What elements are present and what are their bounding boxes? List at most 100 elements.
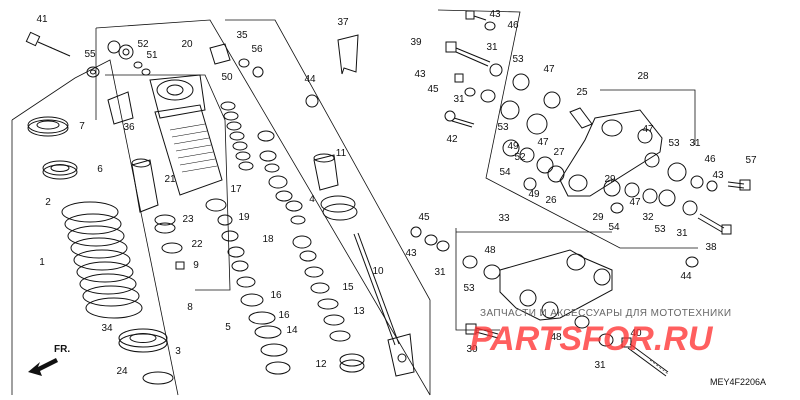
- callout-14: 14: [286, 325, 298, 336]
- callout-13: 13: [353, 306, 365, 317]
- callout-32: 32: [642, 212, 654, 223]
- callout-29: 29: [604, 174, 616, 185]
- shock-internals-group: [205, 101, 415, 377]
- callout-31: 31: [434, 267, 446, 278]
- watermark-logo: PARTSFOR.RU: [470, 320, 714, 358]
- callout-43: 43: [405, 248, 417, 259]
- bushings-left: [500, 73, 565, 191]
- nut-44: [305, 94, 319, 108]
- bolt-42: [444, 110, 475, 128]
- callout-50: 50: [221, 72, 233, 83]
- callout-46: 46: [704, 154, 716, 165]
- callout-44: 44: [304, 74, 316, 85]
- bolt-43-45-left: [454, 73, 496, 103]
- callout-43: 43: [489, 9, 501, 20]
- reservoir-body: [149, 74, 206, 119]
- cap-4: [320, 195, 358, 221]
- bushings-right: [603, 152, 718, 216]
- callout-23: 23: [182, 214, 194, 225]
- callout-44: 44: [680, 271, 692, 282]
- bracket-group-8: [105, 74, 231, 291]
- callout-18: 18: [262, 234, 274, 245]
- bushing-48-upper: [462, 255, 478, 269]
- bracket-group-28: [437, 9, 698, 249]
- callout-3: 3: [175, 346, 181, 357]
- callout-54: 54: [608, 222, 620, 233]
- spring-2: [61, 201, 143, 319]
- callout-7: 7: [79, 121, 85, 132]
- callout-52: 52: [514, 152, 526, 163]
- callout-46: 46: [507, 20, 519, 31]
- adjuster-nut-6: [42, 160, 78, 180]
- callout-16: 16: [278, 310, 290, 321]
- bolt-39: [445, 41, 491, 67]
- parts-35-56-50: [209, 43, 264, 78]
- callout-16: 16: [270, 290, 282, 301]
- washer-31-top: [489, 63, 503, 77]
- bracket-group-5: [225, 19, 431, 395]
- bolt-57: [727, 179, 751, 191]
- callout-55: 55: [84, 49, 96, 60]
- sleeve-21: [131, 158, 159, 213]
- callout-36: 36: [123, 122, 135, 133]
- bracket-28-top: [600, 89, 696, 145]
- callout-31: 31: [689, 138, 701, 149]
- callout-47: 47: [537, 137, 549, 148]
- callout-51: 51: [146, 50, 158, 61]
- washer-31-lower: [436, 240, 450, 252]
- callout-35: 35: [236, 30, 248, 41]
- callout-8: 8: [187, 302, 193, 313]
- link-group: [410, 226, 669, 377]
- callout-24: 24: [116, 366, 128, 377]
- callout-26: 26: [545, 195, 557, 206]
- cap-36: [107, 91, 134, 125]
- nut-55: [86, 66, 100, 78]
- callout-29: 29: [592, 212, 604, 223]
- bolt-38: [697, 213, 732, 235]
- nut-45-lower: [410, 226, 422, 238]
- link-33: [499, 249, 613, 321]
- callout-45: 45: [427, 84, 439, 95]
- circlip-24: [142, 371, 174, 385]
- bump-rubber-11: [313, 153, 339, 191]
- callout-47: 47: [642, 124, 654, 135]
- nut-44-right: [685, 256, 699, 268]
- callout-40: 40: [630, 328, 642, 339]
- callout-49: 49: [507, 141, 519, 152]
- callout-52: 52: [137, 39, 149, 50]
- callout-56: 56: [251, 44, 263, 55]
- dust-boot-37: [337, 34, 359, 75]
- bushing-53-lower: [483, 264, 501, 280]
- callout-47: 47: [543, 64, 555, 75]
- washer-43-lower: [424, 234, 438, 246]
- callout-45: 45: [418, 212, 430, 223]
- callout-33: 33: [498, 213, 510, 224]
- callout-5: 5: [225, 322, 231, 333]
- front-arrow-icon: FR.: [28, 344, 70, 376]
- clip-22: [161, 242, 183, 254]
- bushing-48-lower: [574, 315, 590, 329]
- callout-30: 30: [466, 344, 478, 355]
- drawing-code: MEY4F2206A: [710, 377, 766, 387]
- watermark-subtitle: ЗАПЧАСТИ И АКСЕССУАРЫ ДЛЯ МОТОТЕХНИКИ: [480, 308, 731, 319]
- bracket-group-3: [95, 19, 431, 396]
- callout-6: 6: [97, 164, 103, 175]
- callout-53: 53: [463, 283, 475, 294]
- bolt-40: [621, 337, 669, 377]
- callout-4: 4: [309, 194, 315, 205]
- shim-stack-left: [205, 101, 291, 375]
- callout-43: 43: [712, 170, 724, 181]
- callout-42: 42: [446, 134, 458, 145]
- callout-48: 48: [484, 245, 496, 256]
- bolt-41: [25, 31, 71, 57]
- callout-27: 27: [553, 147, 565, 158]
- callout-12: 12: [315, 359, 327, 370]
- callout-57: 57: [745, 155, 757, 166]
- callout-48: 48: [550, 332, 562, 343]
- callout-15: 15: [342, 282, 354, 293]
- shock-absorber-group: [11, 19, 431, 396]
- callout-43: 43: [414, 69, 426, 80]
- bracket-group-33: [455, 228, 500, 331]
